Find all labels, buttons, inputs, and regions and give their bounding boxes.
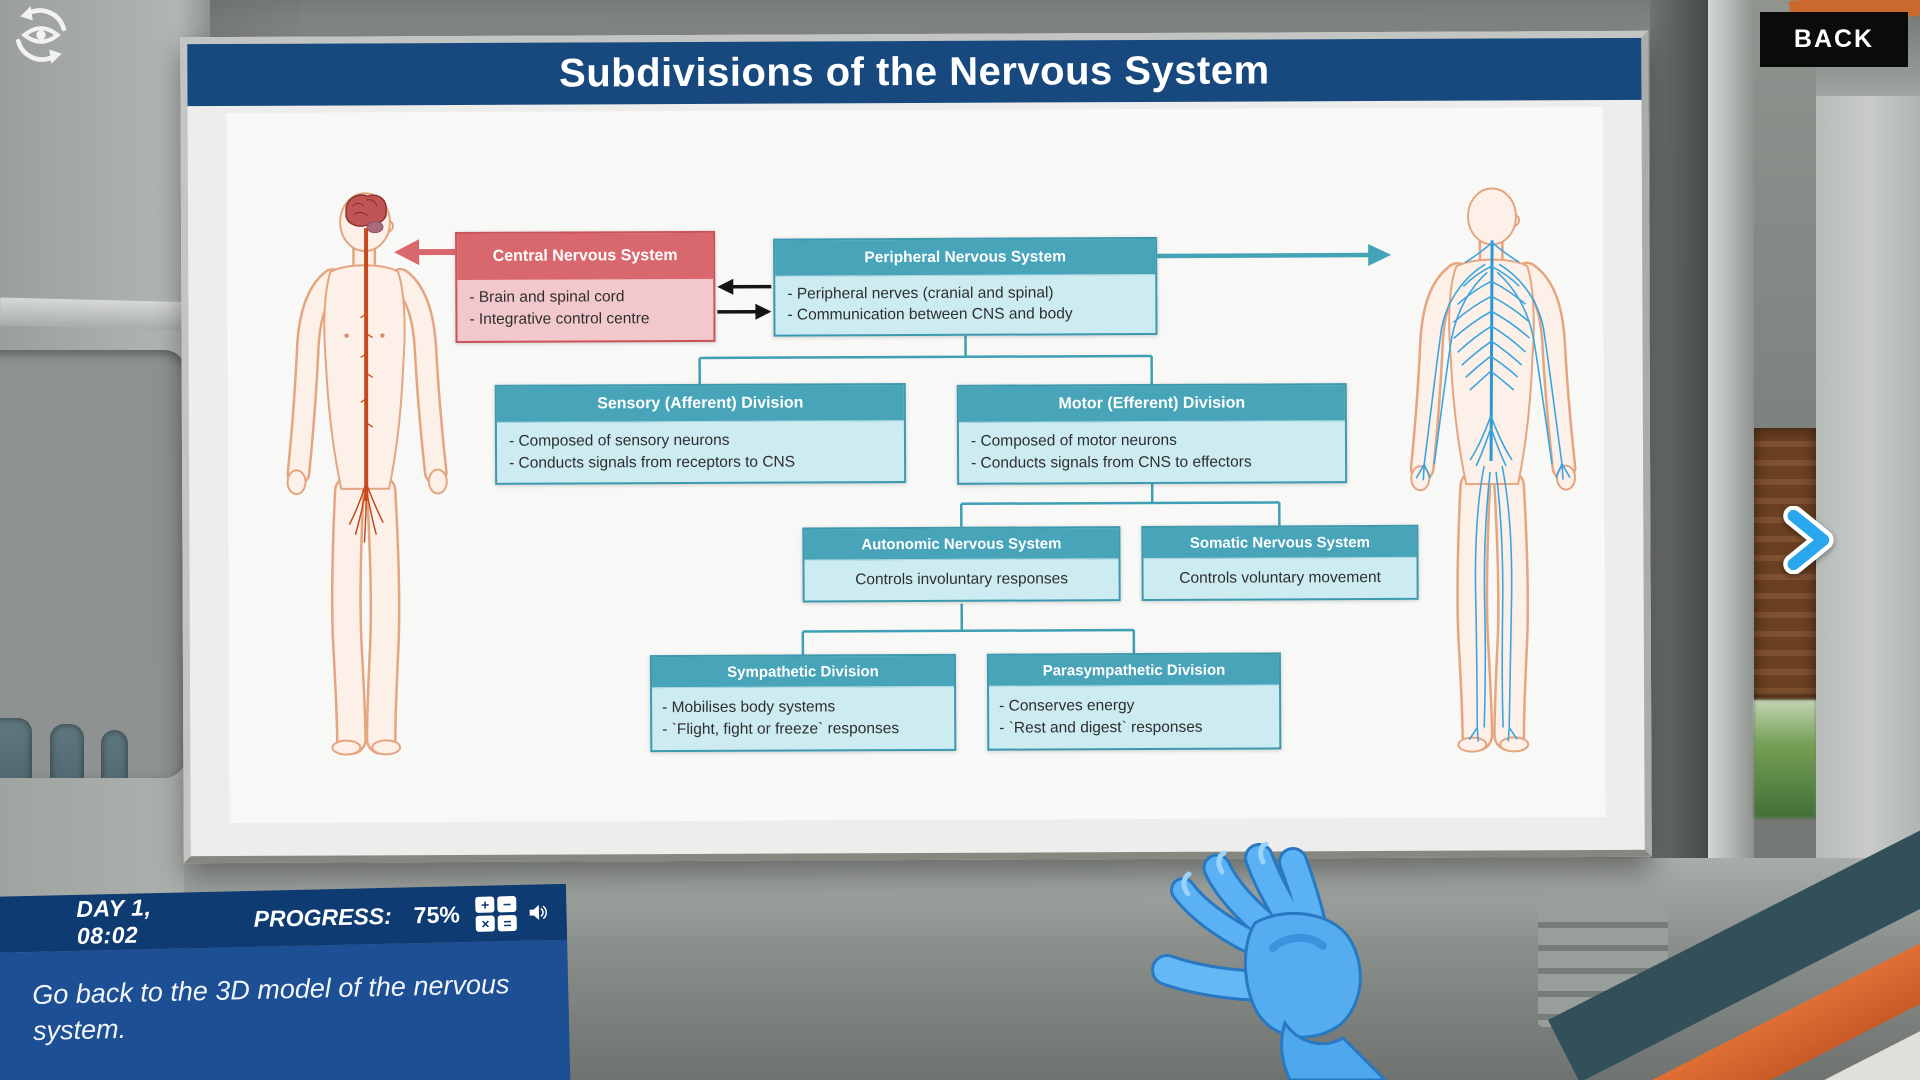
sensory-division-body: - Composed of sensory neurons - Conducts… <box>508 431 796 472</box>
cns-box: Central Nervous System - Brain and spina… <box>455 230 716 344</box>
back-button[interactable]: BACK <box>1760 12 1908 67</box>
parasympathetic-box: Parasympathetic Division - Conserves ene… <box>986 652 1282 751</box>
pns-box-title: Peripheral Nervous System <box>775 238 1156 277</box>
board-title-bar: Subdivisions of the Nervous System <box>187 37 1642 107</box>
nervous-system-diagram: Central Nervous System - Brain and spina… <box>226 107 1606 823</box>
sensory-division-title: Sensory (Afferent) Division <box>496 385 904 423</box>
window-recess <box>0 350 186 1080</box>
speaker-icon[interactable] <box>528 897 548 927</box>
sympathetic-box: Sympathetic Division - Mobilises body sy… <box>649 653 957 753</box>
autonomic-title: Autonomic Nervous System <box>804 528 1119 561</box>
window-outside-view <box>1754 700 1816 818</box>
parasympathetic-title: Parasympathetic Division <box>988 654 1280 687</box>
pns-box: Peripheral Nervous System - Peripheral n… <box>773 236 1158 337</box>
calc-equals: = <box>497 914 518 931</box>
back-button-label: BACK <box>1793 25 1875 53</box>
pns-body-figure <box>1409 187 1577 753</box>
wall-shadow-strip <box>1650 0 1708 880</box>
calc-plus: + <box>475 895 495 913</box>
autonomic-body: Controls involuntary responses <box>855 570 1069 589</box>
sensory-division-box: Sensory (Afferent) Division - Composed o… <box>494 383 907 485</box>
progress-value: 75% <box>413 900 461 928</box>
autonomic-box: Autonomic Nervous System Controls involu… <box>802 526 1121 603</box>
next-arrow-button[interactable] <box>1778 506 1840 574</box>
progress-label: PROGRESS: <box>253 902 393 932</box>
brain-illustration <box>345 194 387 234</box>
hud-instruction-panel: Go back to the 3D model of the nervous s… <box>0 939 571 1080</box>
hud-status-bar: DAY 1, 08:02 PROGRESS: 75% + − × = <box>0 883 568 953</box>
somatic-title: Somatic Nervous System <box>1143 526 1417 560</box>
cns-box-body: - Brain and spinal cord - Integrative co… <box>469 288 650 328</box>
instruction-text: Go back to the 3D model of the nervous s… <box>31 969 510 1046</box>
somatic-body: Controls voluntary movement <box>1179 568 1381 587</box>
calculator-icon[interactable]: + − × = <box>475 895 518 932</box>
motor-division-title: Motor (Efferent) Division <box>958 385 1345 423</box>
calc-minus: − <box>497 895 517 912</box>
sympathetic-body: - Mobilises body systems - `Flight, figh… <box>662 698 900 739</box>
spinal-cord-illustration <box>348 228 384 543</box>
somatic-box: Somatic Nervous System Controls voluntar… <box>1141 524 1419 602</box>
sympathetic-title: Sympathetic Division <box>651 655 955 689</box>
pns-box-body: - Peripheral nerves (cranial and spinal)… <box>787 284 1073 324</box>
cns-box-title: Central Nervous System <box>457 232 714 280</box>
hud-panel: DAY 1, 08:02 PROGRESS: 75% + − × = Go ba… <box>0 883 571 1080</box>
wall-ledge <box>0 297 201 331</box>
page-title: Subdivisions of the Nervous System <box>559 47 1270 96</box>
reset-view-button[interactable] <box>10 4 72 66</box>
parasympathetic-body: - Conserves energy - `Rest and digest` r… <box>999 697 1203 737</box>
calc-multiply: × <box>475 914 496 932</box>
motor-division-box: Motor (Efferent) Division - Composed of … <box>956 383 1348 485</box>
pns-to-body-arrow <box>1157 244 1392 267</box>
peripheral-nerves-illustration <box>1415 240 1571 742</box>
cns-body-figure <box>286 192 448 756</box>
presentation-board: Subdivisions of the Nervous System <box>180 30 1652 864</box>
eye-rotation-icon <box>15 6 67 64</box>
day-time-label: DAY 1, 08:02 <box>76 894 152 949</box>
cns-pns-exchange-arrows <box>717 278 772 320</box>
motor-division-body: - Composed of motor neurons - Conducts s… <box>970 431 1252 472</box>
